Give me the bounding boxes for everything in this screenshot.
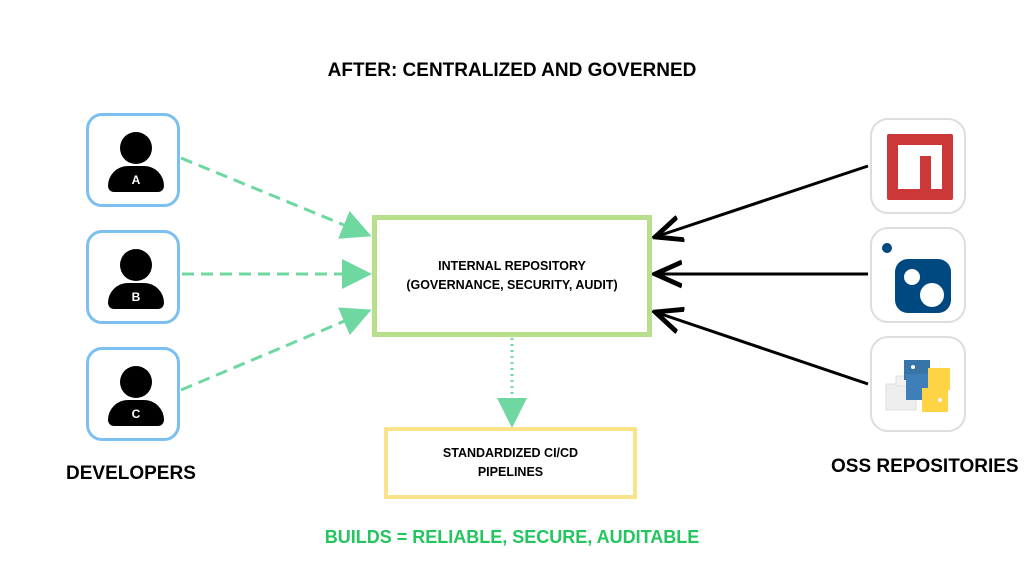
diagram-title: AFTER: CENTRALIZED AND GOVERNED [327, 60, 697, 81]
npm-icon [887, 134, 953, 200]
arrow-pypi [658, 313, 869, 386]
npm-repository [870, 118, 966, 214]
nuget-icon [882, 243, 951, 313]
repo-line1: INTERNAL REPOSITORY [438, 259, 586, 273]
developers-label: DEVELOPERS [66, 463, 196, 484]
nuget-repository [870, 227, 966, 323]
pypi-repository [870, 336, 966, 432]
developer-letter: A [108, 166, 164, 192]
result-statement: BUILDS = RELIABLE, SECURE, AUDITABLE [324, 527, 700, 547]
internal-repository-box: INTERNAL REPOSITORY (GOVERNANCE, SECURIT… [372, 215, 652, 337]
developer-letter: B [108, 283, 164, 309]
ci-cd-pipeline-box: STANDARDIZED CI/CD PIPELINES [384, 427, 637, 499]
developer-letter: C [108, 400, 164, 426]
ci-line2: PIPELINES [477, 465, 544, 479]
pypi-icon [885, 360, 950, 412]
repo-line2: (GOVERNANCE, SECURITY, AUDIT) [406, 278, 618, 292]
oss-repositories-label: OSS REPOSITORIES [831, 456, 1019, 477]
developer-c: C [86, 347, 180, 441]
user-icon [120, 132, 152, 164]
user-icon [120, 366, 152, 398]
arrow-dev-c [180, 307, 372, 392]
arrow-dev-a [180, 156, 372, 239]
ci-line1: STANDARDIZED CI/CD [442, 446, 579, 460]
user-icon [120, 249, 152, 281]
developer-a: A [86, 113, 180, 207]
developer-b: B [86, 230, 180, 324]
arrow-npm [658, 164, 869, 236]
